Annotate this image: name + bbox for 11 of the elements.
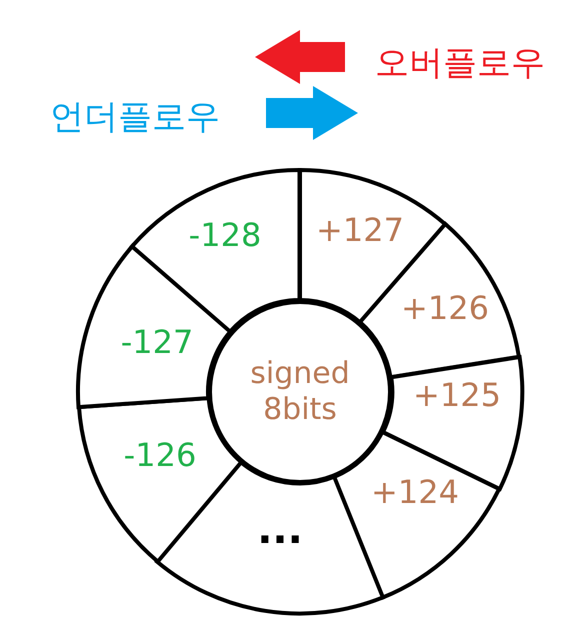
value-text: -127 (120, 322, 194, 361)
ellipsis-text: ... (257, 506, 303, 553)
direction-label: 오버플로우 (375, 42, 545, 85)
value-text: +124 (371, 472, 459, 511)
value-text: +125 (413, 376, 501, 414)
value-text: +127 (316, 211, 404, 249)
center-text: signed 8bits (249, 356, 351, 428)
value-text: -128 (188, 216, 262, 254)
direction-label: 언더플로우 (50, 96, 220, 139)
value-text: -126 (124, 436, 196, 474)
value-text: +126 (401, 288, 489, 327)
